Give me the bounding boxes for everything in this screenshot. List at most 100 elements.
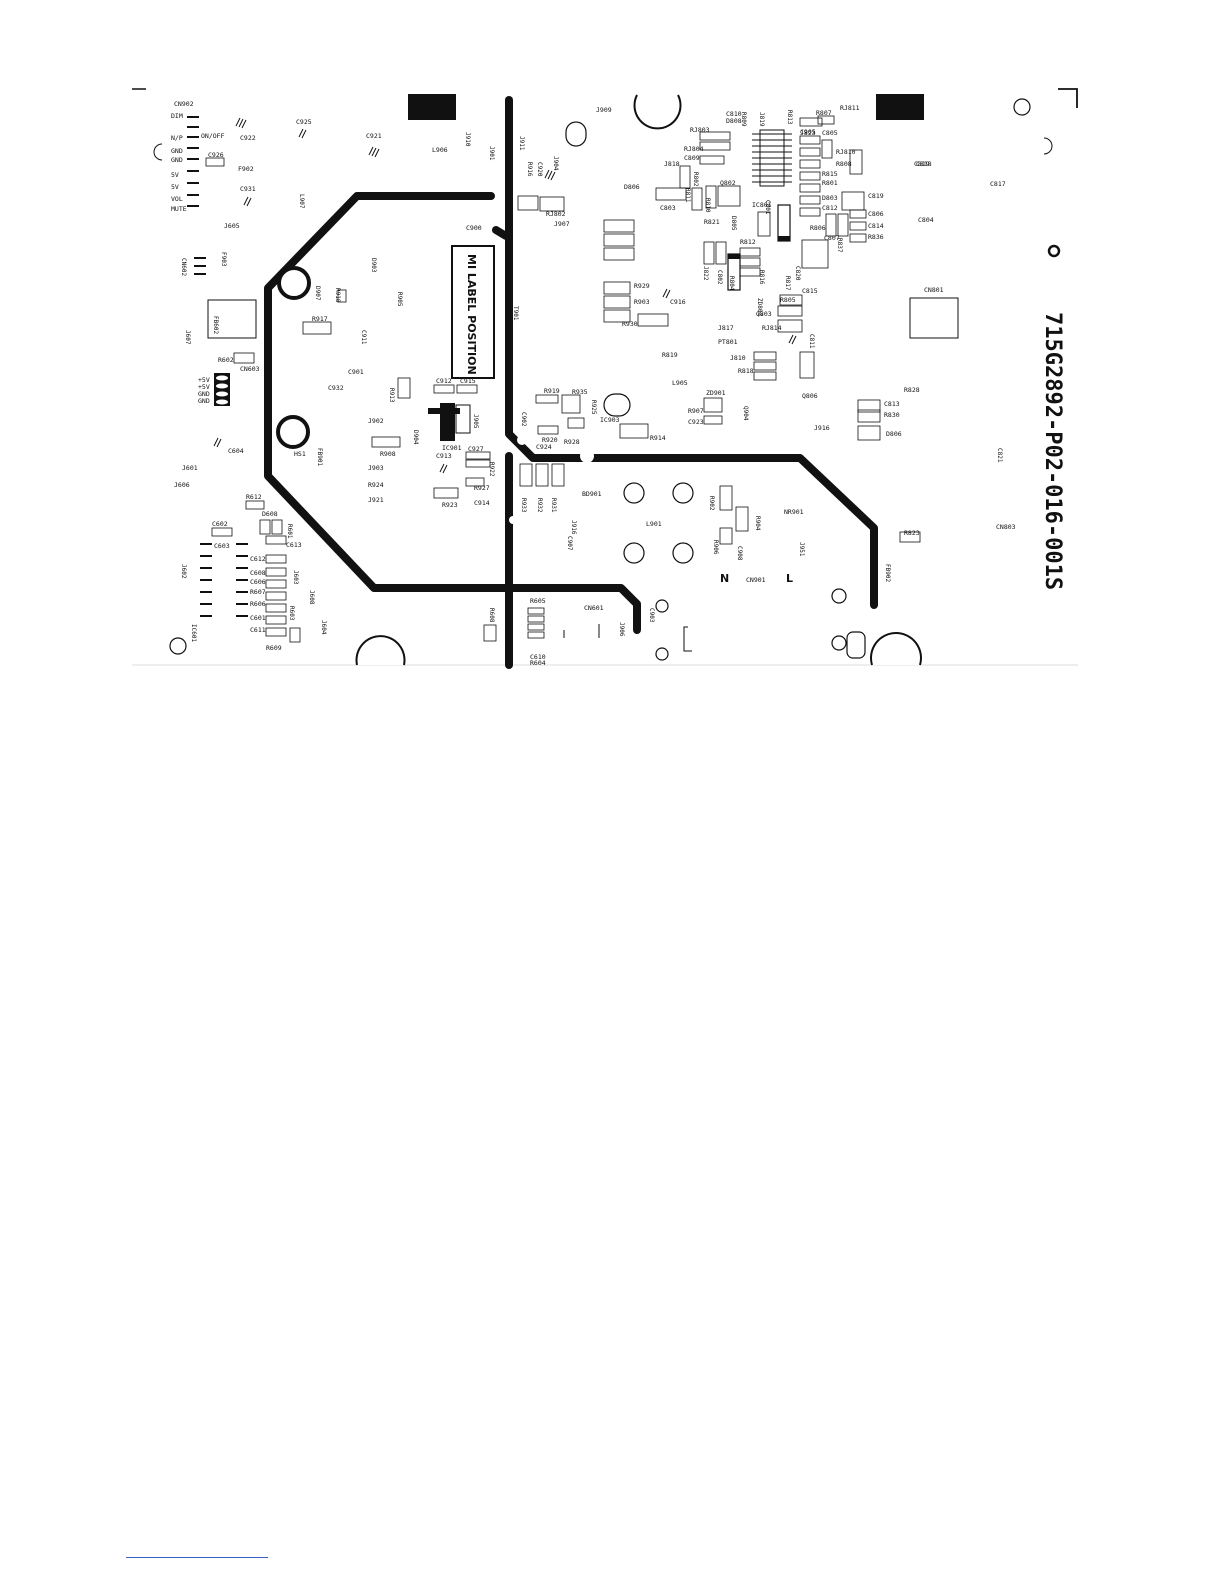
component-ref-label: ZD803 [756,298,763,316]
line-junction [580,449,594,463]
component-ref-label: J604 [320,620,327,635]
line-junction [517,435,527,445]
component-ref-label: J822 [702,266,709,281]
component-ref-label: FB602 [212,316,219,334]
component-ref-label: J916 [814,424,830,432]
component-ref-label: R606 [250,600,266,608]
component-ref-label: R929 [634,282,650,290]
component-outlines [205,115,921,643]
component-ref-label: R817 [784,276,791,291]
d802-outline [777,204,791,242]
component-ref-label: C802 [716,270,723,285]
component-ref-label: J605 [224,222,240,230]
cn603-pin: GND [198,390,210,398]
component-ref-label: ZD901 [706,389,726,397]
component-ref-label: R816 [758,270,765,285]
component-ref-label: FB902 [884,564,891,582]
component-ref-label: R823 [904,529,920,537]
small-hole [655,599,669,613]
screw-hole-top [633,94,682,130]
component-ref-label: J902 [368,417,384,425]
component-ref-label: R908 [380,450,396,458]
line-marking: L [786,572,793,585]
component-ref-label: J823 [800,129,816,137]
component-ref-label: R930 [622,320,638,328]
line-junction [509,516,517,524]
component-ref-label: C815 [802,287,818,295]
component-ref-label: L905 [672,379,688,387]
component-ref-label: R812 [740,238,756,246]
component-ref-label: J603 [292,570,299,585]
footer-rule [126,1557,268,1558]
component-ref-label: D907 [314,286,321,301]
oval-hole [603,393,631,417]
component-ref-label: C911 [360,330,367,345]
component-ref-label: D608 [262,510,278,518]
screw-hole-bottom-left [355,635,406,666]
component-ref-label: R603 [288,606,295,621]
component-ref-label: C803 [660,204,676,212]
component-ref-label: R928 [564,438,580,446]
component-ref-label: RJ811 [840,104,860,112]
fiducial-bottom-left [169,637,187,655]
mounting-hole [276,415,310,449]
edge-notch-right [1043,137,1053,155]
mi-label-text: MI LABEL POSITION [465,254,478,375]
cn902-pin: GND [171,147,183,155]
component-ref-label: R907 [688,407,704,415]
component-ref-label: C926 [208,151,224,159]
component-ref-label: R916 [526,162,533,177]
small-hole [655,647,669,661]
component-ref-label: R811 [684,188,691,203]
component-ref-label: Q802 [720,179,736,187]
component-ref-label: D805 [730,216,737,231]
component-ref-label: C931 [240,185,256,193]
component-ref-label: C601 [250,614,266,622]
component-ref-label: L907 [298,194,305,209]
cn902-pin: N/P [171,134,183,142]
component-ref-label: CN803 [996,523,1016,531]
screw-hole-bottom-right [870,632,922,666]
component-ref-label: R815 [822,170,838,178]
component-ref-label: D806 [624,183,640,191]
component-ref-label: R808 [836,160,852,168]
component-ref-label: R809 [740,112,747,127]
bridge-hole [623,542,645,564]
small-hole [1047,244,1061,258]
component-ref-label: C908 [736,546,743,561]
cn603-pin: GND [198,397,210,405]
component-ref-label: RJ803 [690,126,710,134]
component-ref-label: D803 [822,194,838,202]
component-ref-label: C807 [824,234,840,242]
component-ref-label: R914 [650,434,666,442]
cn603-pads [216,375,228,405]
component-ref-label: C922 [240,134,256,142]
pt801-outline [909,297,959,339]
cn902-title: CN902 [174,100,194,108]
d802-band [778,236,790,241]
component-ref-label: R802 [692,172,699,187]
component-ref-label: R932 [536,498,543,513]
component-ref-label: R933 [520,498,527,513]
ic901-tab [428,408,460,414]
component-ref-label: D903 [370,258,377,273]
component-ref-label: R608 [488,608,495,623]
neutral-marking: N [720,572,729,585]
cn902-pin-pads [187,116,199,207]
component-ref-label: C610 [530,653,546,661]
component-ref-label: C811 [808,334,815,349]
component-ref-label: C901 [348,368,364,376]
component-ref-label: R607 [250,588,266,596]
component-ref-label: R830 [884,411,900,419]
component-ref-label: C801 [764,200,771,215]
component-ref-label: C925 [296,118,312,126]
ic901-outline [455,404,471,434]
component-ref-label: R906 [712,540,719,555]
component-ref-label: NR901 [784,508,804,516]
component-ref-label: D808 [726,117,742,125]
component-ref-label: C613 [286,541,302,549]
component-ref-label: J601 [182,464,198,472]
component-ref-label: C604 [228,447,244,455]
component-ref-label: R604 [530,659,546,667]
component-ref-label: C804 [918,216,934,224]
